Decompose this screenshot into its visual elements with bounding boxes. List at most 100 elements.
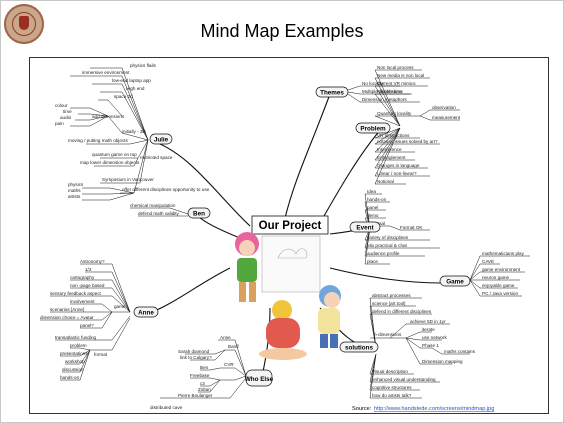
- branch-event: Idea hands-on panel demo Proposal Format…: [349, 189, 440, 265]
- svg-text:initially - 3D: initially - 3D: [122, 129, 146, 134]
- svg-text:Banff: Banff: [228, 344, 239, 349]
- svg-text:audio: audio: [60, 115, 72, 120]
- svg-text:quantum game on top: quantum game on top: [92, 152, 137, 157]
- svg-text:link to Calgary?: link to Calgary?: [180, 355, 212, 360]
- slide-title: Mind Map Examples: [200, 21, 364, 41]
- svg-text:pain: pain: [55, 121, 64, 126]
- svg-text:Pierre Boulanger: Pierre Boulanger: [178, 393, 213, 398]
- svg-text:defend math validity: defend math validity: [138, 211, 180, 216]
- svg-text:observation: observation: [432, 105, 456, 110]
- svg-text:use network: use network: [422, 335, 447, 340]
- svg-text:immersive environment: immersive environment: [82, 70, 130, 75]
- svg-text:Source:: Source:: [352, 406, 372, 412]
- svg-text:audience profile: audience profile: [367, 251, 400, 256]
- svg-text:hands-on: hands-on: [60, 375, 80, 380]
- svg-text:problem: problem: [70, 343, 87, 348]
- svg-text:Phase 1: Phase 1: [422, 343, 439, 348]
- svg-text:moving / putting math objects: moving / putting math objects: [68, 138, 128, 143]
- branch-julie: physics flails immersive environment low…: [55, 63, 210, 201]
- svg-text:Idea: Idea: [367, 189, 376, 194]
- svg-text:measurement: measurement: [432, 115, 461, 120]
- svg-text:maths: maths: [68, 188, 81, 193]
- svg-text:Zoltan: Zoltan: [198, 387, 211, 392]
- svg-text:Anne: Anne: [220, 335, 231, 340]
- svg-text:workshop: workshop: [65, 359, 85, 364]
- source-caption: Source: http://www.handstede.com/screens…: [352, 406, 494, 412]
- svg-text:variety of disciplines: variety of disciplines: [367, 235, 409, 240]
- svg-text:cartography: cartography: [70, 275, 95, 280]
- svg-text:physics: physics: [68, 182, 84, 187]
- svg-text:transatlantic funding: transatlantic funding: [55, 335, 97, 340]
- svg-text:mathematicians play: mathematicians play: [482, 251, 525, 256]
- source-link: http://www.handstede.com/screens/mindmap…: [374, 406, 494, 412]
- svg-text:add dimensions: add dimensions: [92, 114, 125, 119]
- svg-text:achieve 5D in 1yr: achieve 5D in 1yr: [410, 319, 446, 324]
- svg-text:discussion: discussion: [62, 367, 84, 372]
- mind-map-svg: Our Project: [40, 63, 530, 412]
- svg-text:dimension choice = Avatar: dimension choice = Avatar: [40, 315, 94, 320]
- event-node: Event: [356, 225, 374, 232]
- svg-text:offer different disciplines op: offer different disciplines opportunity …: [122, 187, 210, 192]
- svg-text:High end: High end: [126, 86, 145, 91]
- svg-text:1/2: 1/2: [85, 267, 92, 272]
- svg-text:VR abstractions: VR abstractions: [377, 133, 410, 138]
- university-seal-logo: [4, 4, 44, 44]
- svg-text:defend in different discipline: defend in different disciplines: [372, 309, 432, 314]
- svg-text:sensory feedback aspect: sensory feedback aspect: [50, 291, 102, 296]
- svg-text:Ben: Ben: [200, 365, 209, 370]
- svg-text:panel?: panel?: [80, 323, 94, 328]
- svg-text:iterate: iterate: [422, 327, 435, 332]
- svg-text:Current VR mimics: Current VR mimics: [377, 81, 416, 86]
- svg-text:place: place: [367, 259, 378, 264]
- svg-text:PC / Java version: PC / Java version: [482, 291, 518, 296]
- seal-shield-icon: [19, 16, 29, 30]
- svg-text:CVR: CVR: [224, 362, 234, 367]
- svg-text:scenarios [Anne]: scenarios [Anne]: [50, 307, 84, 312]
- svg-text:Notional: Notional: [377, 179, 394, 184]
- svg-text:Dimension metaphors: Dimension metaphors: [362, 97, 407, 102]
- svg-text:science [art tool]: science [art tool]: [372, 301, 405, 306]
- branch-problem: Non local process New media is non local…: [355, 65, 461, 185]
- svg-text:No locality: No locality: [362, 81, 384, 86]
- svg-text:Linear / non-linear?: Linear / non-linear?: [377, 171, 417, 176]
- svg-text:enjoyable game: enjoyable game: [482, 283, 515, 288]
- svg-text:Quantum locality: Quantum locality: [377, 111, 412, 116]
- svg-text:game: game: [114, 304, 126, 309]
- svg-text:Format OK: Format OK: [400, 225, 423, 230]
- svg-text:Interference: Interference: [377, 147, 402, 152]
- game-node: Game: [446, 279, 464, 286]
- svg-text:CAVE: CAVE: [482, 259, 494, 264]
- svg-text:Astronomy?: Astronomy?: [80, 259, 105, 264]
- svg-text:panel: panel: [367, 205, 378, 210]
- kids-illustration: [235, 232, 341, 360]
- julie-node: Julie: [154, 137, 169, 144]
- svg-text:game environment: game environment: [482, 267, 521, 272]
- branch-solutions: abstract processes science [art tool] de…: [339, 293, 476, 399]
- svg-text:Entanglement: Entanglement: [377, 155, 406, 160]
- svg-text:demo: demo: [367, 213, 379, 218]
- ben-node: Ben: [193, 211, 205, 218]
- seal-ring: [12, 12, 36, 36]
- branch-anne: Astronomy? 1/2 cartography non -page bas…: [40, 259, 159, 381]
- svg-text:abstract processes: abstract processes: [372, 293, 411, 298]
- problem-node: Problem: [360, 126, 386, 133]
- svg-text:c3: c3: [200, 381, 205, 386]
- svg-text:chemical manipulation: chemical manipulation: [130, 203, 176, 208]
- svg-text:maths contains: maths contains: [444, 349, 476, 354]
- svg-text:physics flails: physics flails: [130, 63, 156, 68]
- svg-text:non -page based: non -page based: [70, 283, 105, 288]
- solutions-node: solutions: [345, 345, 373, 352]
- svg-text:map lower dimension objects: map lower dimension objects: [80, 160, 140, 165]
- svg-text:artists: artists: [68, 194, 81, 199]
- svg-text:presentations: presentations: [60, 351, 88, 356]
- anne-node: Anne: [138, 310, 154, 317]
- center-label: Our Project: [259, 220, 322, 232]
- svg-text:format: format: [94, 352, 108, 357]
- svg-text:New media is non local: New media is non local: [377, 73, 424, 78]
- branch-ben: chemical manipulation defend math validi…: [130, 203, 211, 219]
- svg-text:Visual description: Visual description: [372, 369, 408, 374]
- svg-text:neuron game: neuron game: [482, 275, 510, 280]
- svg-text:Symposium in Vancouver: Symposium in Vancouver: [102, 177, 154, 182]
- center-node: Our Project: [251, 215, 329, 235]
- svg-text:n-dimensions: n-dimensions: [374, 332, 402, 337]
